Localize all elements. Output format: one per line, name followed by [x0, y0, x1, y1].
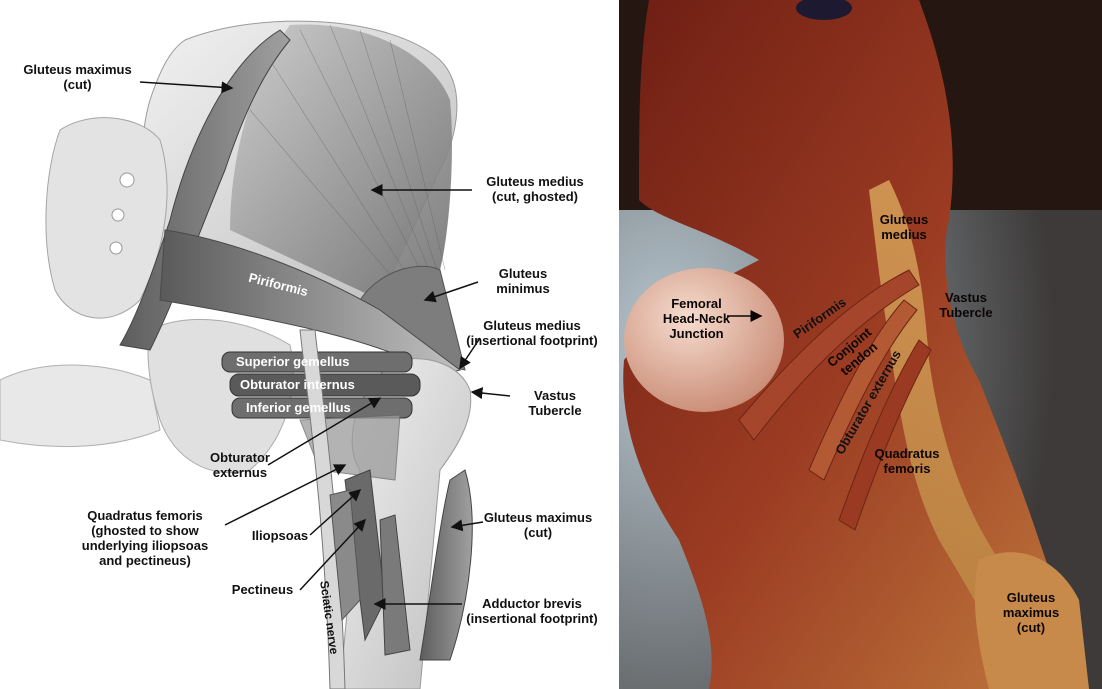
photo-label-gluteus-medius: Gluteus medius	[879, 212, 929, 242]
label-vastus-tubercle: Vastus Tubercle	[528, 388, 582, 418]
gluteus-maximus-bottom-muscle	[419, 469, 473, 661]
gluteus-minimus-muscle	[359, 265, 466, 371]
label-gluteus-maximus-top: Gluteus maximus (cut)	[23, 62, 132, 92]
photo-label-gluteus-maximus-cut: Gluteus maximus (cut)	[1002, 590, 1060, 635]
photo-femoral-head	[624, 268, 784, 412]
label-quadratus-femoris-ghosted: Quadratus femoris (ghosted to show under…	[81, 508, 209, 568]
illustration-panel: Gluteus maximus (cut) Gluteus medius (cu…	[0, 20, 598, 689]
label-gluteus-medius-footprint: Gluteus medius (insertional footprint)	[466, 318, 598, 348]
label-pectineus: Pectineus	[231, 582, 294, 597]
pectineus-muscle	[329, 489, 361, 622]
label-gluteus-medius-ghosted: Gluteus medius (cut, ghosted)	[486, 174, 584, 204]
label-adductor-brevis-footprint: Adductor brevis (insertional footprint)	[466, 596, 598, 626]
sciatic-nerve	[299, 329, 346, 689]
adductor-brevis-muscle	[379, 514, 411, 656]
label-obturator-externus: Obturator externus	[210, 450, 270, 480]
label-inferior-gemellus: Inferior gemellus	[246, 400, 351, 415]
photo-label-femoral-head-neck: Femoral Head-Neck Junction	[662, 296, 731, 341]
obturator-internus-muscle	[229, 373, 421, 397]
dissection-photo-panel: Gluteus medius Femoral Head-Neck Junctio…	[619, 0, 1102, 689]
illustration-art	[0, 20, 511, 689]
label-gluteus-maximus-bottom: Gluteus maximus (cut)	[483, 510, 593, 540]
dissection-photo	[619, 0, 1102, 689]
sacrum-bone	[45, 117, 168, 319]
label-superior-gemellus: Superior gemellus	[236, 354, 350, 369]
label-iliopsoas: Iliopsoas	[251, 528, 309, 543]
photo-label-vastus-tubercle: Vastus Tubercle	[939, 290, 993, 320]
label-obturator-internus: Obturator internus	[240, 377, 355, 392]
label-gluteus-minimus: Gluteus minimus	[496, 266, 550, 296]
photo-label-quadratus-femoris: Quadratus femoris	[874, 446, 940, 476]
photo-fascia	[869, 180, 1059, 689]
gluteus-medius-muscle	[230, 24, 452, 301]
